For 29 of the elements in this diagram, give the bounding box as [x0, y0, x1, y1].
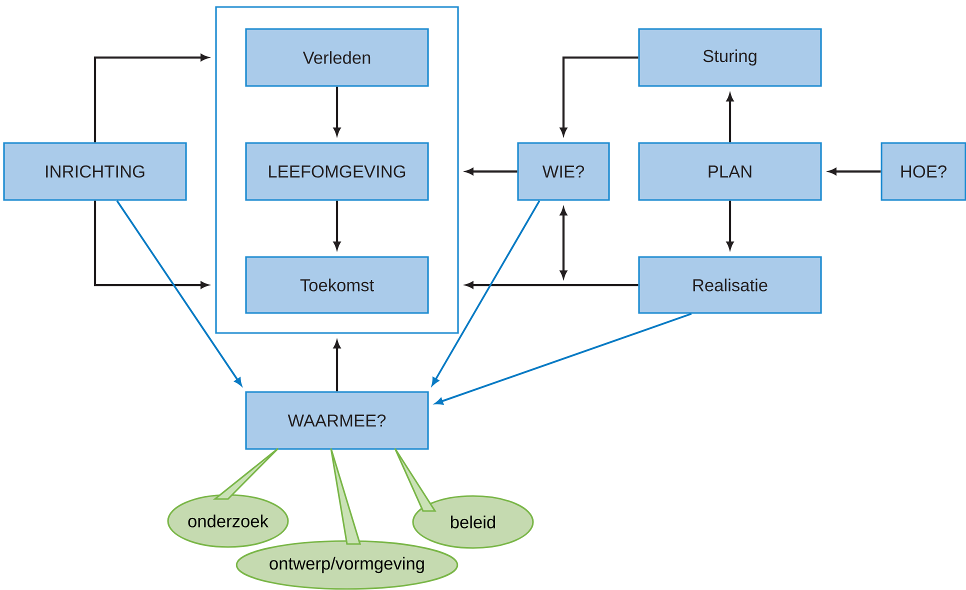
process-box: HOE? — [880, 142, 966, 201]
arrow — [435, 312, 692, 405]
process-box: Realisatie — [638, 256, 822, 314]
process-box: Sturing — [638, 28, 822, 87]
arrow — [116, 200, 242, 386]
arrow — [726, 94, 734, 142]
arrow — [94, 54, 208, 142]
process-box: Verleden — [245, 28, 429, 87]
arrow — [466, 168, 518, 175]
arrow — [560, 208, 567, 278]
group-frame — [215, 6, 459, 334]
process-box: LEEFOMGEVING — [245, 142, 429, 201]
arrow — [726, 200, 734, 250]
speech-bubble: onderzoek — [167, 494, 289, 548]
speech-bubble: ontwerp/vormgeving — [236, 540, 458, 590]
arrow — [432, 200, 540, 386]
process-box: Toekomst — [245, 256, 429, 314]
process-box: WAARMEE? — [245, 391, 429, 450]
process-box: INRICHTING — [3, 142, 187, 201]
process-box: PLAN — [638, 142, 822, 201]
arrow — [334, 200, 340, 250]
arrow — [466, 282, 638, 288]
arrow — [334, 86, 340, 136]
arrow — [94, 200, 208, 288]
arrow — [560, 56, 638, 136]
arrow — [334, 340, 340, 392]
speech-bubble: beleid — [412, 495, 534, 549]
arrow — [828, 168, 881, 175]
process-box: WIE? — [517, 142, 610, 201]
